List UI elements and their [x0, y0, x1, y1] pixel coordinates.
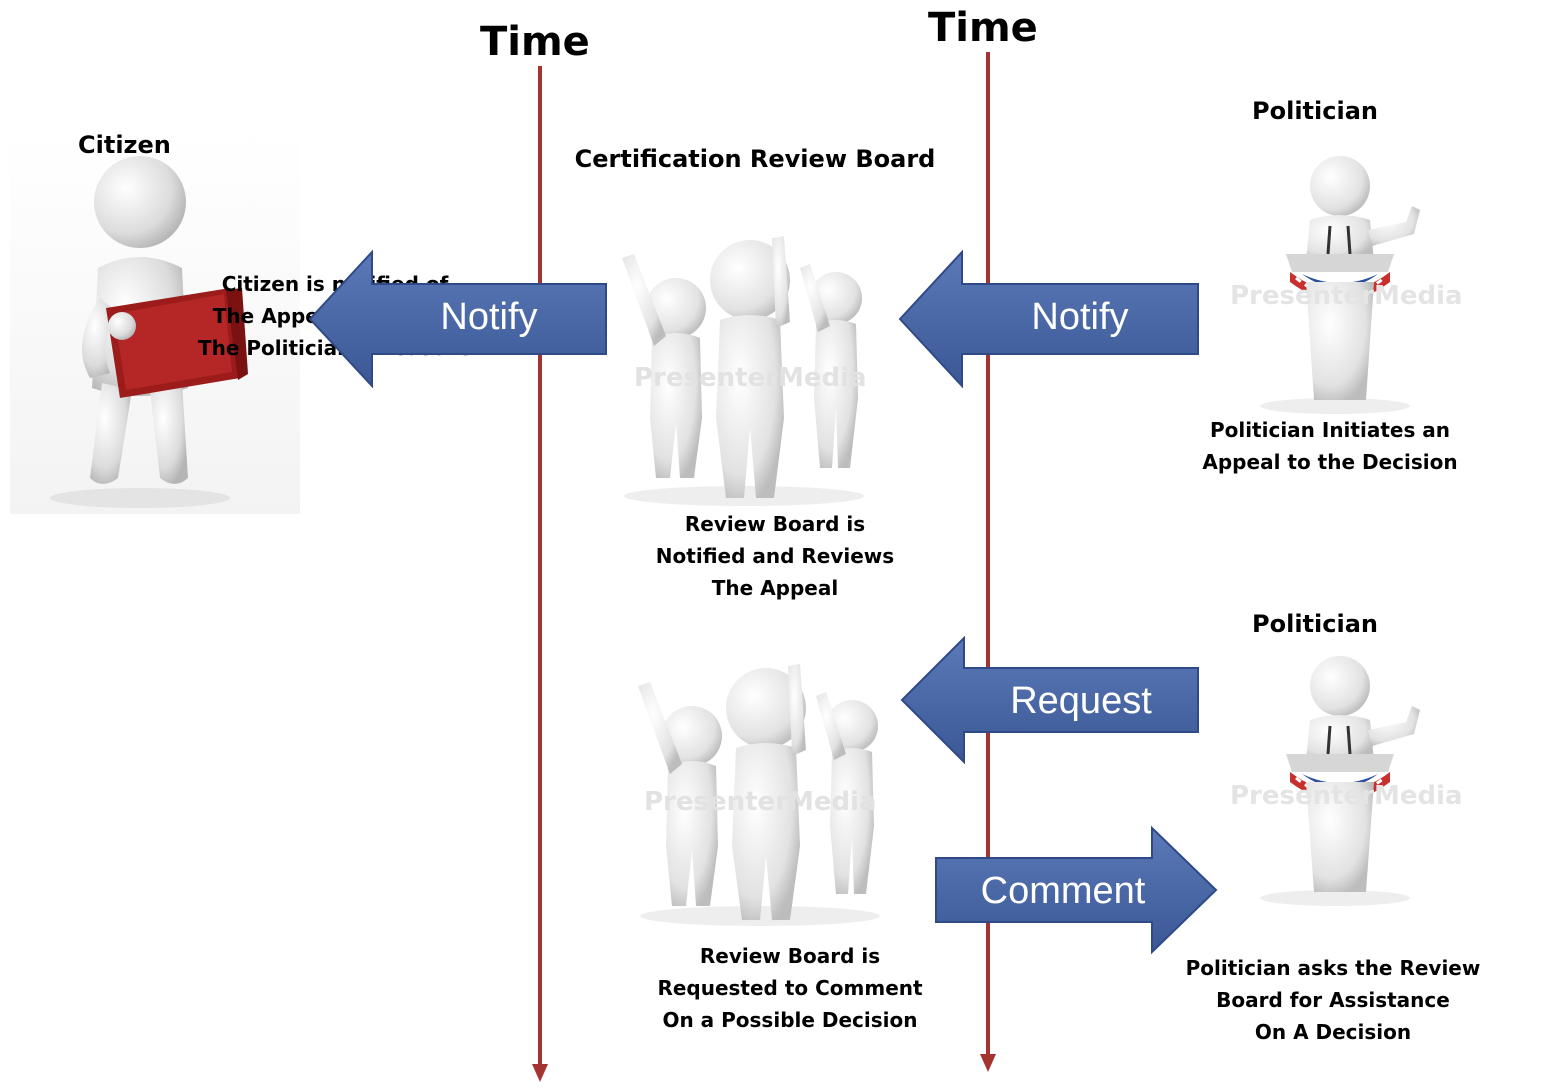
notify-arrow-right: Notify	[898, 249, 1200, 389]
politician-bottom-caption-line: On A Decision	[1254, 1020, 1412, 1044]
notify-label-left: Notify	[440, 296, 538, 338]
politician-figure-bottom: PresenterMedia	[1230, 656, 1463, 906]
politician-bottom-caption: Politician asks the Review Board for Ass…	[1128, 952, 1538, 1048]
politician-top-caption: Politician Initiates an Appeal to the De…	[1150, 414, 1510, 478]
review-board-figures-bottom: PresenterMedia	[638, 664, 880, 926]
left-arrow-shape	[308, 249, 607, 389]
board-top-caption: Review Board is Notified and Reviews The…	[590, 508, 960, 604]
politician-top-caption-line: Politician Initiates an	[1209, 418, 1451, 442]
citizen-panel: Citizen	[10, 128, 300, 514]
politician-figure-top: PresenterMedia	[1230, 156, 1463, 414]
board-bottom-caption-line: On a Possible Decision	[662, 1008, 918, 1032]
left-arrow-shape	[900, 635, 1199, 765]
review-board-figures-top: PresenterMedia	[622, 236, 867, 506]
timeline-left	[532, 66, 548, 1082]
politician-bottom-caption-line: Board for Assistance	[1216, 988, 1450, 1012]
board-bottom-caption: Review Board is Requested to Comment On …	[600, 940, 980, 1036]
board-bottom-caption-line: Requested to Comment	[657, 976, 923, 1000]
politician-top-caption-line: Appeal to the Decision	[1202, 450, 1458, 474]
request-arrow: Request	[900, 635, 1200, 765]
watermark: PresenterMedia	[644, 787, 877, 817]
notify-label-right: Notify	[1031, 296, 1129, 338]
citizen-label: Citizen	[78, 131, 171, 159]
politician-top-label: Politician	[1252, 97, 1378, 125]
politician-bottom-caption-line: Politician asks the Review	[1185, 956, 1481, 980]
comment-label: Comment	[980, 870, 1146, 912]
timeline-label-left: Time	[480, 19, 590, 65]
board-top-caption-line: Review Board is	[684, 512, 866, 536]
board-bottom-caption-line: Review Board is	[699, 944, 881, 968]
citizen-figure	[50, 156, 248, 508]
left-arrow-shape	[898, 249, 1199, 389]
watermark: PresenterMedia	[1230, 781, 1463, 811]
right-arrow-shape	[935, 825, 1218, 955]
board-label: Certification Review Board	[574, 145, 936, 173]
politician-bottom-label: Politician	[1252, 610, 1378, 638]
watermark: PresenterMedia	[1230, 281, 1463, 311]
board-top-caption-line: The Appeal	[711, 576, 839, 600]
comment-arrow: Comment	[934, 825, 1218, 955]
timeline-label-right: Time	[928, 5, 1038, 51]
request-label: Request	[1010, 680, 1152, 722]
watermark: PresenterMedia	[634, 363, 867, 393]
notify-arrow-left: Notify	[308, 249, 608, 389]
board-top-caption-line: Notified and Reviews	[655, 544, 895, 568]
